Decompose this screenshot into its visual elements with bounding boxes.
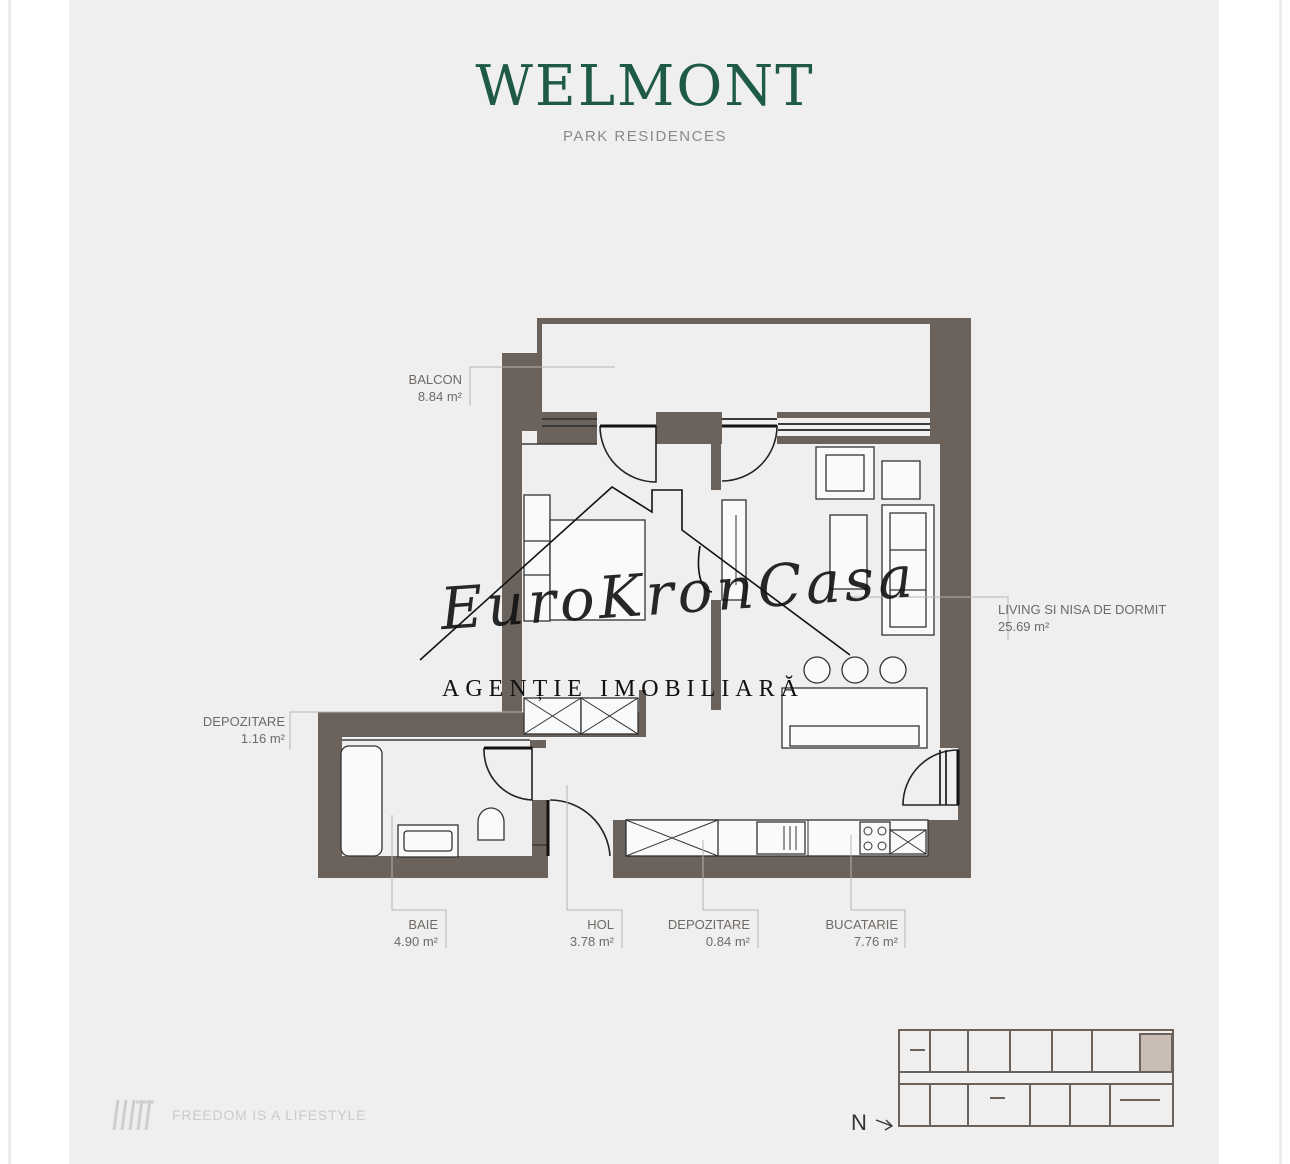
room-area: 7.76 m² [853, 934, 898, 949]
window-lines [542, 418, 947, 805]
side-table [881, 460, 921, 500]
brand-title: WELMONT [475, 54, 815, 119]
furniture [340, 446, 935, 858]
walls [318, 318, 971, 878]
footer-tagline: FREEDOM IS A LIFESTYLE [172, 1107, 367, 1123]
room-name: LIVING SI NISA DE DORMIT [998, 602, 1167, 617]
room-area: 25.69 m² [998, 619, 1050, 634]
label-baie: BAIE 4.90 m² [370, 916, 438, 950]
room-area: 1.16 m² [240, 731, 285, 746]
compass-label: N [851, 1110, 867, 1135]
stool-2 [841, 656, 869, 684]
brand-subtitle: PARK RESIDENCES [563, 128, 727, 145]
label-hol: HOL 3.78 m² [546, 916, 614, 950]
room-name: BAIE [408, 917, 438, 932]
label-balcon: BALCON 8.84 m² [380, 371, 462, 405]
page-edge-left [8, 0, 11, 1164]
toilet [477, 807, 505, 841]
room-area: 4.90 m² [393, 934, 438, 949]
bed-side-left [523, 494, 551, 622]
room-area: 8.84 m² [417, 389, 462, 404]
leader-lines [289, 366, 1009, 948]
watermark-house [419, 486, 851, 661]
room-area: 0.84 m² [705, 934, 750, 949]
watermark-subtitle: AGENȚIE IMOBILIARĂ [442, 676, 804, 702]
bed [549, 519, 646, 621]
label-living: LIVING SI NISA DE DORMIT 25.69 m² [998, 601, 1198, 635]
bathtub [340, 745, 383, 857]
wardrobe [721, 499, 747, 601]
room-name: DEPOZITARE [202, 714, 285, 729]
door-leaves [484, 424, 960, 856]
kitchen-sink [756, 821, 806, 855]
cooktop [859, 821, 891, 855]
key-plan-highlight [1139, 1033, 1173, 1073]
coffee-table [829, 514, 868, 590]
label-bucatarie: BUCATARIE 7.76 m² [800, 916, 898, 950]
brand-mark-icon [112, 1099, 154, 1131]
interior-lines [342, 443, 597, 846]
label-depozitare-2: DEPOZITARE 0.84 m² [650, 916, 750, 950]
key-plan [898, 1029, 1174, 1127]
label-depozitare-1: DEPOZITARE 1.16 m² [180, 713, 285, 747]
compass-arrow-icon [875, 1119, 894, 1131]
room-name: DEPOZITARE [667, 917, 750, 932]
page-edge-right [1279, 0, 1282, 1164]
room-name: BALCON [408, 372, 462, 387]
room-name: BUCATARIE [825, 917, 898, 932]
furniture-details [523, 515, 927, 857]
room-name: HOL [587, 917, 614, 932]
room-area: 3.78 m² [569, 934, 614, 949]
stool-3 [879, 656, 907, 684]
stool-1 [803, 656, 831, 684]
